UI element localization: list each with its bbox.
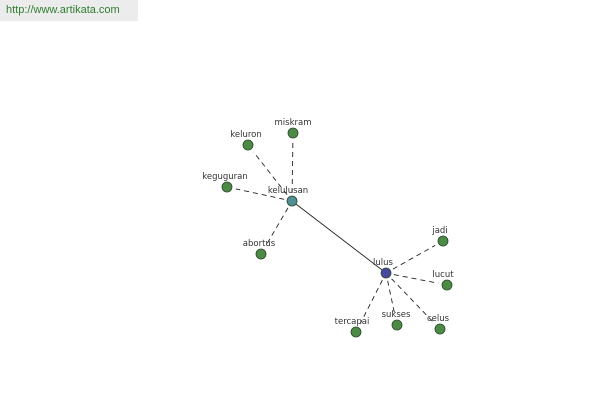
node-celus[interactable] xyxy=(434,323,446,335)
edge-lulus-lucut xyxy=(393,274,439,284)
edge-lulus-celus xyxy=(391,278,435,323)
site-banner: http://www.artikata.com xyxy=(0,0,138,21)
node-abortus[interactable] xyxy=(255,248,267,260)
graph-nodes xyxy=(221,127,453,338)
node-label-sukses: sukses xyxy=(382,310,411,320)
node-tercapai[interactable] xyxy=(350,326,362,338)
node-label-lucut: lucut xyxy=(432,270,454,280)
node-keluron[interactable] xyxy=(242,139,254,151)
node-label-kelulusan: kelulusan xyxy=(268,186,308,196)
node-label-keluron: keluron xyxy=(230,130,262,140)
edge-lulus-tercapai xyxy=(359,279,383,325)
node-label-jadi: jadi xyxy=(431,226,447,236)
edge-lulus-jadi xyxy=(392,245,436,270)
node-label-abortus: abortus xyxy=(243,239,276,249)
node-kelulusan[interactable] xyxy=(286,195,298,207)
node-label-tercapai: tercapai xyxy=(335,317,370,327)
node-keguguran[interactable] xyxy=(221,181,233,193)
node-label-lulus: lulus xyxy=(373,258,393,268)
node-lucut[interactable] xyxy=(441,279,453,291)
node-label-celus: celus xyxy=(427,314,450,324)
node-sukses[interactable] xyxy=(391,319,403,331)
edge-kelulusan-lulus xyxy=(291,200,387,274)
edge-kelulusan-abortus xyxy=(265,207,289,247)
node-jadi[interactable] xyxy=(437,235,449,247)
graph-labels: miskram keluron keguguran abortus jadi lucut c… xyxy=(202,118,454,327)
node-label-miskram: miskram xyxy=(275,118,312,128)
node-miskram[interactable] xyxy=(287,127,299,139)
edge-kelulusan-keluron xyxy=(253,151,288,195)
node-lulus[interactable] xyxy=(380,267,392,279)
site-url-link[interactable]: http://www.artikata.com xyxy=(6,4,120,16)
node-label-keguguran: keguguran xyxy=(202,172,248,182)
graph-edges xyxy=(235,141,439,325)
edge-lulus-sukses xyxy=(387,280,396,317)
